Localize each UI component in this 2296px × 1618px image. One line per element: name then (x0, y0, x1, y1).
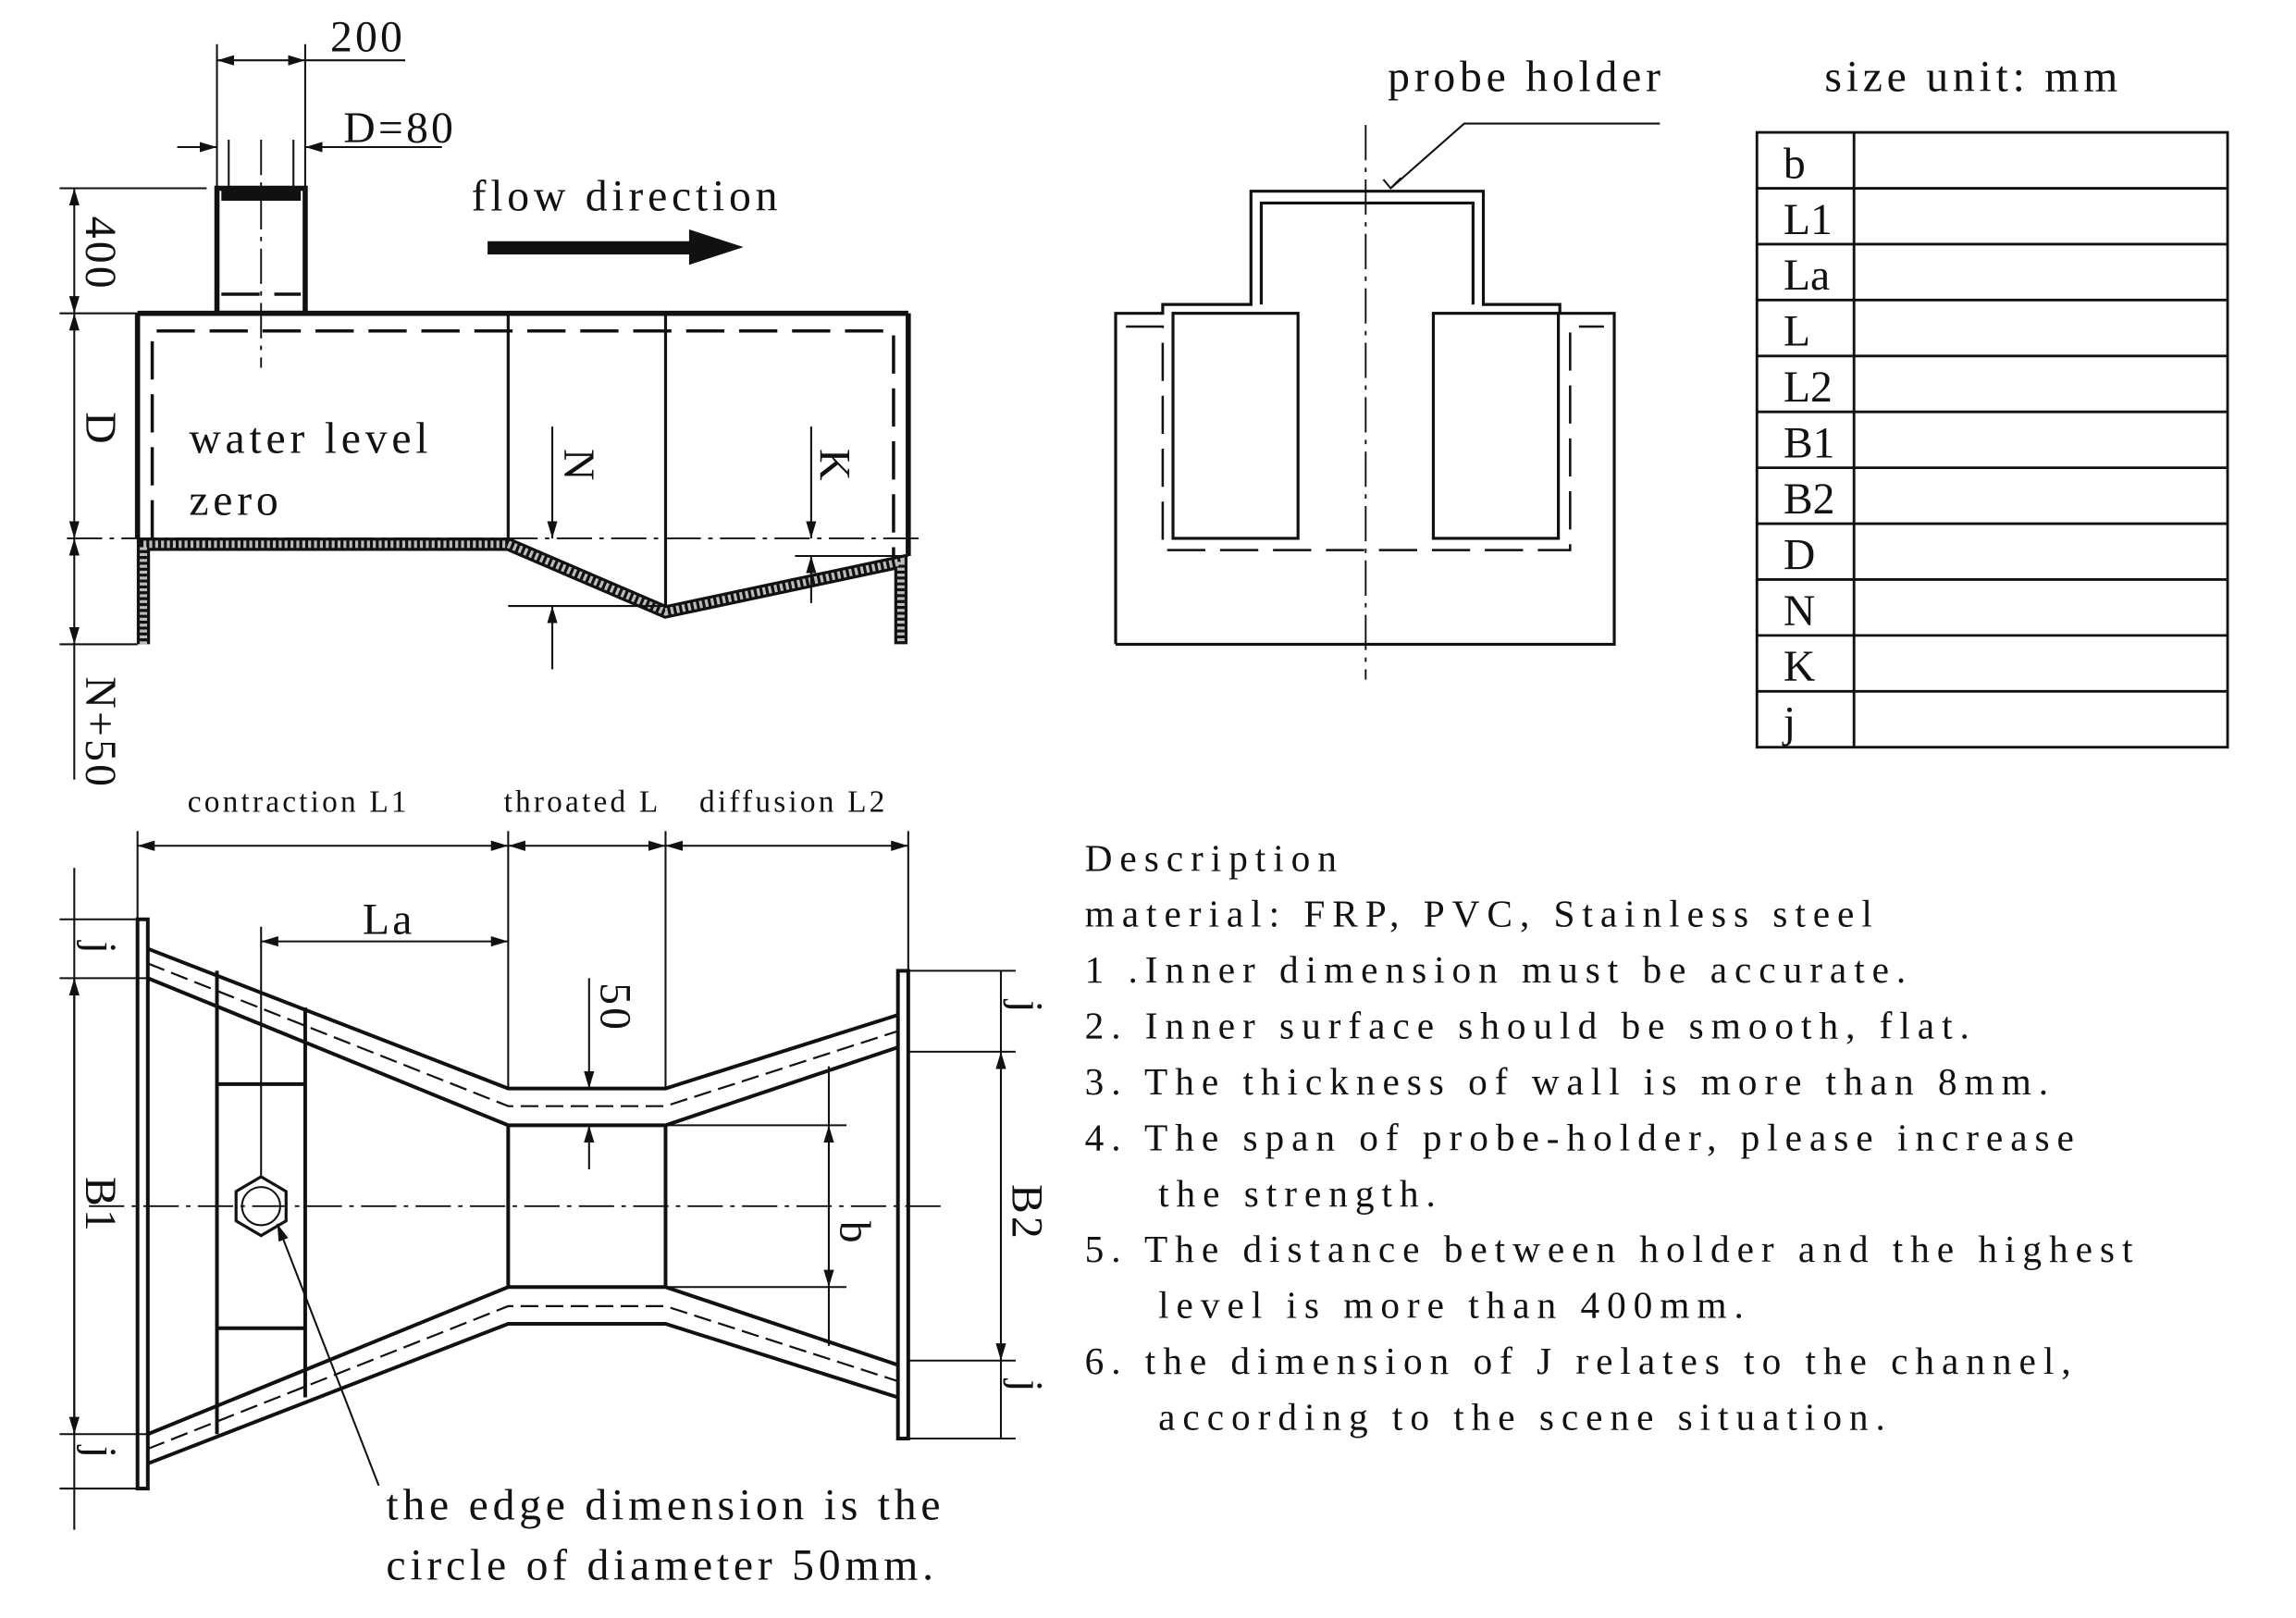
dim-j-label-right-top: j (1003, 998, 1052, 1015)
table-row-label: N (1784, 587, 1815, 636)
dim-d80-label: D=80 (343, 104, 456, 153)
table-row-label: D (1784, 530, 1815, 579)
dim-b2-label: B2 (1003, 1184, 1052, 1241)
dim-b-label: b (831, 1221, 880, 1246)
dim-n-label: N (554, 449, 603, 484)
description-line: 4. The span of probe-holder, please incr… (1085, 1116, 2081, 1158)
table-row-label: L2 (1784, 363, 1833, 412)
description-line: 3. The thickness of wall is more than 8m… (1085, 1060, 2055, 1103)
table-row-label: L (1784, 307, 1810, 356)
table-row-label: K (1784, 642, 1815, 691)
dim-b1-label: B1 (76, 1177, 125, 1234)
probe-holder-leader (1389, 122, 1660, 190)
water-level-zero-label: zero (189, 476, 282, 525)
table-row-label: j (1782, 698, 1796, 747)
table-row-label: L1 (1784, 195, 1833, 244)
edge-note-line1: the edge dimension is the (386, 1480, 944, 1529)
flow-arrow-icon (488, 229, 744, 266)
description-line: level is more than 400mm. (1158, 1284, 1751, 1327)
description-material: material: FRP, PVC, Stainless steel (1085, 893, 1880, 935)
edge-note-line2: circle of diameter 50mm. (386, 1541, 937, 1590)
section-view: probe holder (1114, 53, 1665, 680)
dim-400-label: 400 (76, 216, 125, 291)
table-row-label: La (1784, 251, 1830, 300)
elevation-view: 200 D=80 flow direction water level zero (59, 13, 920, 789)
dim-j-label-left-top: j (76, 940, 125, 957)
dim-50-label: 50 (591, 982, 640, 1032)
flow-direction-label: flow direction (472, 171, 783, 220)
description-line: 5. The distance between holder and the h… (1085, 1228, 2141, 1270)
dim-la-label: La (363, 895, 415, 945)
dim-n50-label: N+50 (76, 676, 125, 789)
description-line: 2. Inner surface should be smooth, flat. (1085, 1005, 1977, 1047)
dim-j-label-left-bottom: j (76, 1444, 125, 1461)
contraction-label: contraction L1 (188, 785, 410, 820)
plan-view: contraction L1 throated L diffusion L2 (59, 785, 1052, 1590)
size-unit-label: size unit: mm (1824, 53, 2122, 102)
description-line: 6. the dimension of J relates to the cha… (1085, 1340, 2079, 1382)
table-row-label: B2 (1784, 475, 1835, 524)
table-row-label: B1 (1784, 418, 1835, 467)
dim-k-label: K (809, 449, 858, 484)
description-line: 1 .Inner dimension must be accurate. (1085, 948, 1914, 991)
dim-200-label: 200 (330, 13, 405, 62)
table-row-label: b (1784, 139, 1806, 188)
description-line: the strength. (1158, 1172, 1443, 1215)
description-title: Description (1085, 836, 1344, 879)
diffusion-label: diffusion L2 (699, 785, 888, 820)
dim-d-label: D (76, 412, 125, 447)
probe-holder-label: probe holder (1388, 53, 1665, 102)
description: Description material: FRP, PVC, Stainles… (1085, 836, 2141, 1438)
throated-label: throated L (504, 785, 661, 820)
dim-j-label-right-bottom: j (1003, 1377, 1052, 1394)
water-level-label: water level (189, 414, 432, 463)
description-line: according to the scene situation. (1158, 1395, 1893, 1438)
